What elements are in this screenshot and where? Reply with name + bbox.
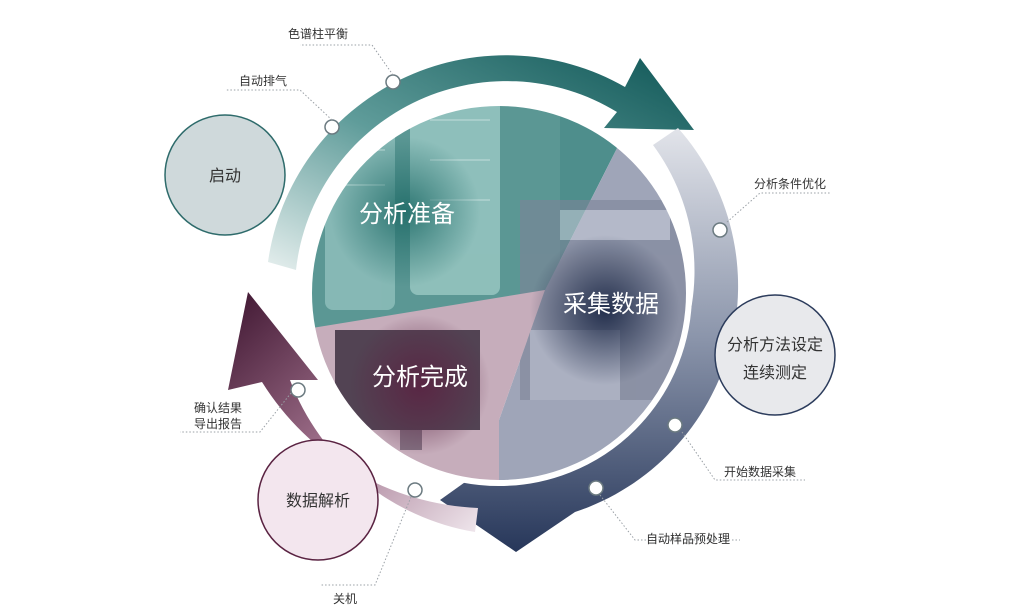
ring-arc-navy [440,128,739,552]
node-optimize [712,222,728,238]
step-nodes [290,74,728,498]
step-auto-purge: 自动排气 [239,73,287,88]
ring-arc-plum [228,292,478,532]
leader-lines [180,44,830,586]
cycle-ring [228,55,739,552]
node-shutdown [407,482,423,498]
glow-prep [330,137,480,287]
step-begin-acquire: 开始数据采集 [724,464,796,479]
quad-label-complete: 分析完成 [372,363,468,391]
bubble-parse-label: 数据解析 [286,491,350,510]
step-confirm-1: 确认结果 [194,401,242,415]
bubble-start-label: 启动 [209,166,241,185]
bubble-method-label-1: 分析方法设定 [727,335,823,354]
node-color-balance [385,74,401,90]
quad-label-prep: 分析准备 [359,200,455,228]
step-confirm-2: 导出报告 [194,416,242,431]
node-auto-purge [324,119,340,135]
step-color-balance: 色谱柱平衡 [288,26,348,41]
step-optimize: 分析条件优化 [754,177,826,191]
glow-complete [350,315,490,455]
glow-acquire [530,235,680,385]
bubble-method-label-2: 连续测定 [743,363,807,382]
step-auto-pretreat: 自动样品预处理 [646,531,730,546]
step-shutdown: 关机 [333,592,357,606]
node-confirm [290,382,306,398]
ring-arc-teal [268,55,694,270]
quad-label-acquire: 采集数据 [563,290,659,318]
bubble-parse: 数据解析 [257,439,379,561]
node-begin-acquire [667,417,683,433]
node-auto-pretreat [588,480,604,496]
inner-circle-border [306,100,692,486]
bubble-method: 分析方法设定 连续测定 [714,294,836,416]
bubble-start: 启动 [164,114,286,236]
